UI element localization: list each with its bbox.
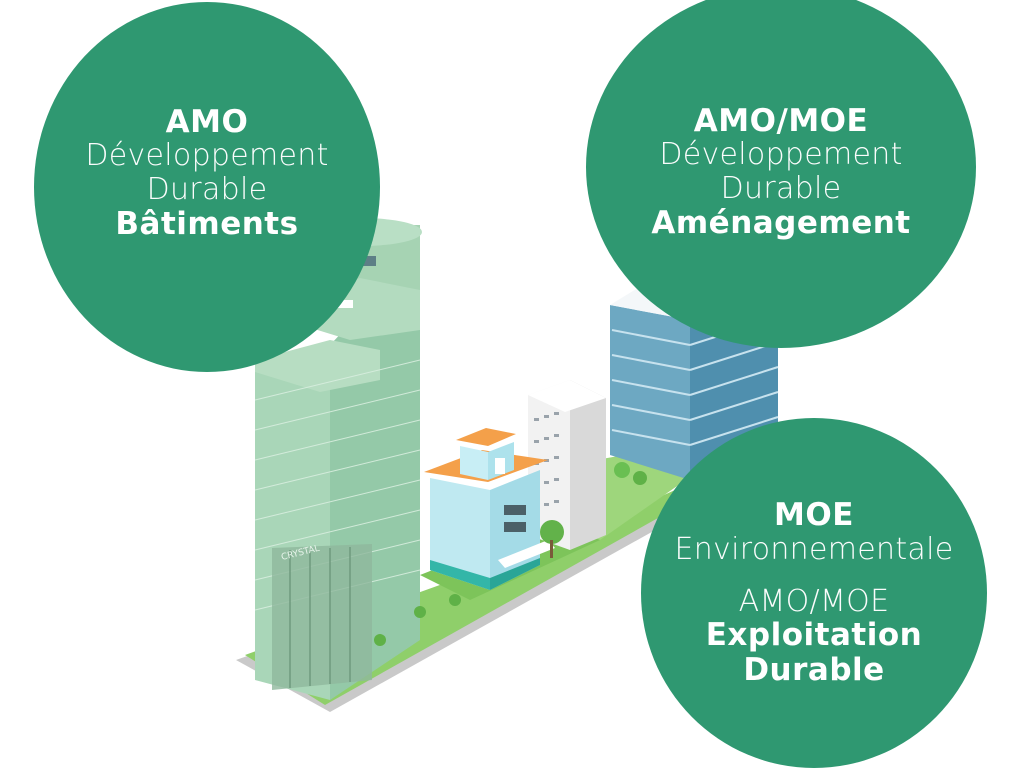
circle-emphasis: Aménagement xyxy=(651,204,911,241)
circle-emphasis: Durable xyxy=(743,651,885,688)
circle-line: Durable xyxy=(146,172,268,207)
circle-line: Durable xyxy=(720,171,842,206)
circle-title: MOE xyxy=(774,497,854,534)
circle-title: AMO/MOE xyxy=(693,102,869,139)
circle-line: AMO/MOE xyxy=(738,583,890,619)
circle-moe-exploitation: MOE Environnementale AMO/MOE Exploitatio… xyxy=(641,418,987,768)
circle-line: Environnementale xyxy=(674,532,954,568)
circle-line: Développement xyxy=(85,138,329,174)
trees xyxy=(374,462,647,646)
colorful-house xyxy=(424,428,555,590)
circle-title: AMO xyxy=(165,103,249,140)
circle-emphasis: Exploitation xyxy=(705,617,923,654)
circle-amo-moe-amenagement: AMO/MOE Développement Durable Aménagemen… xyxy=(586,0,976,348)
circle-amo-batiments: AMO Développement Durable Bâtiments xyxy=(34,2,380,372)
circle-line: Développement xyxy=(659,137,903,173)
circle-emphasis: Bâtiments xyxy=(115,205,299,242)
